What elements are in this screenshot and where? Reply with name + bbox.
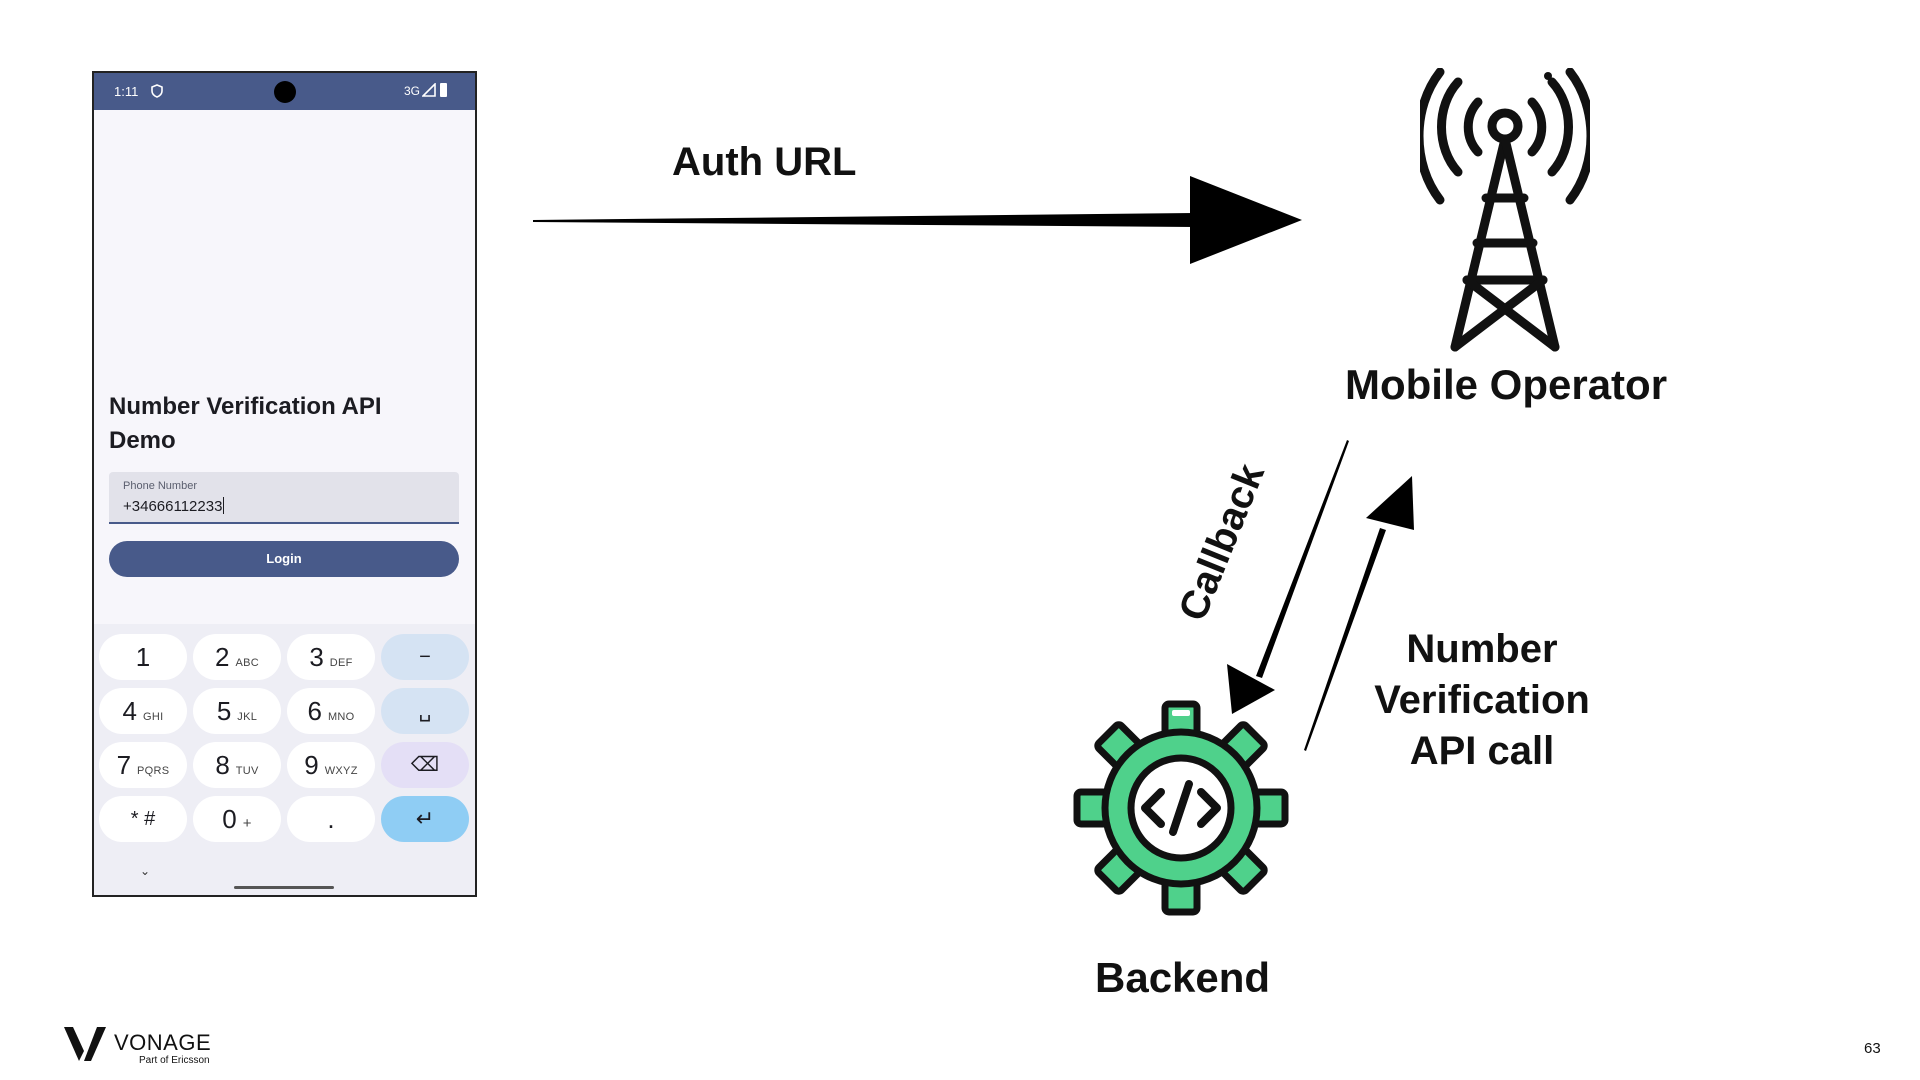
app-title: Number Verification API Demo [109, 393, 382, 454]
key-label: 7 [116, 750, 132, 780]
key-letters: ABC [235, 657, 259, 669]
gear-code-icon [1073, 700, 1289, 916]
space-icon: ␣ [418, 700, 432, 722]
backspace-icon: ⌫ [410, 754, 440, 776]
shield-icon [151, 84, 163, 98]
gesture-bar [234, 886, 334, 889]
key-label: 4 [122, 696, 137, 726]
auth-url-arrow [533, 213, 1195, 227]
phone-number-field[interactable]: Phone Number +34666112233 [109, 472, 459, 524]
nv-api-call-label: Number Verification API call [1357, 624, 1607, 777]
phone-number-label: Phone Number [123, 480, 197, 492]
phone-screenshot: 1:11 3G Number Verification API Demo Pho… [92, 71, 477, 897]
key-0[interactable]: 0+ [193, 796, 281, 842]
backend-label: Backend [1095, 954, 1271, 1001]
enter-icon: ↵ [415, 806, 435, 831]
key-label: 1 [135, 642, 151, 672]
nv-call-line-3: API call [1409, 729, 1555, 773]
key-label: 8 [215, 750, 230, 780]
battery-icon [440, 83, 447, 97]
key-letters: + [242, 815, 252, 832]
text-caret [223, 497, 225, 514]
vonage-subtitle: Part of Ericsson [139, 1055, 210, 1066]
key-label: 9 [304, 750, 319, 780]
key-1[interactable]: 1 [99, 634, 187, 680]
auth-url-label: Auth URL [672, 140, 857, 184]
key-label: 2 [215, 642, 230, 672]
nv-call-arrow [1304, 528, 1386, 751]
key-label: . [327, 804, 335, 834]
nv-call-line-1: Number [1406, 627, 1558, 671]
status-time: 1:11 [114, 84, 139, 99]
callback-arrowhead [1227, 664, 1275, 714]
nv-call-arrowhead [1366, 476, 1414, 530]
login-button[interactable]: Login [109, 541, 459, 577]
status-bar: 1:11 3G [94, 73, 475, 110]
key-label: − [419, 646, 431, 668]
key-letters: GHI [143, 711, 164, 723]
phone-number-value: +34666112233 [123, 498, 223, 515]
key-letters: TUV [235, 765, 259, 777]
key-label: 5 [216, 696, 232, 726]
nv-call-line-2: Verification [1374, 678, 1590, 722]
key-letters: JKL [237, 711, 258, 723]
mobile-operator-label: Mobile Operator [1345, 361, 1668, 408]
cell-tower-icon [1420, 68, 1590, 352]
key-enter[interactable]: ↵ [381, 796, 469, 842]
camera-hole [274, 81, 296, 103]
key-letters: DEF [329, 657, 353, 669]
key-star-hash[interactable]: * # [99, 796, 187, 842]
key-label: 0 [222, 804, 237, 834]
key-label: * # [130, 808, 156, 830]
key-dot[interactable]: . [287, 796, 375, 842]
key-backspace[interactable]: ⌫ [381, 742, 469, 788]
key-label: 3 [309, 642, 324, 672]
callback-arrow [1256, 440, 1349, 678]
key-letters: MNO [327, 711, 355, 723]
auth-url-arrowhead [1190, 176, 1302, 264]
page-number: 63 [1864, 1040, 1881, 1057]
vonage-logo-icon [64, 1027, 106, 1061]
key-letters: WXYZ [324, 765, 358, 777]
chevron-down-icon[interactable]: ⌄ [140, 864, 151, 878]
key-letters: PQRS [137, 765, 170, 777]
phone-number-input[interactable]: +34666112233 [123, 497, 225, 515]
key-label: 6 [307, 696, 322, 726]
vonage-brand: VONAGE [114, 1030, 212, 1055]
network-type: 3G [404, 84, 421, 98]
key-space[interactable]: ␣ [381, 688, 469, 734]
signal-icon [422, 83, 436, 97]
key-minus[interactable]: − [381, 634, 469, 680]
